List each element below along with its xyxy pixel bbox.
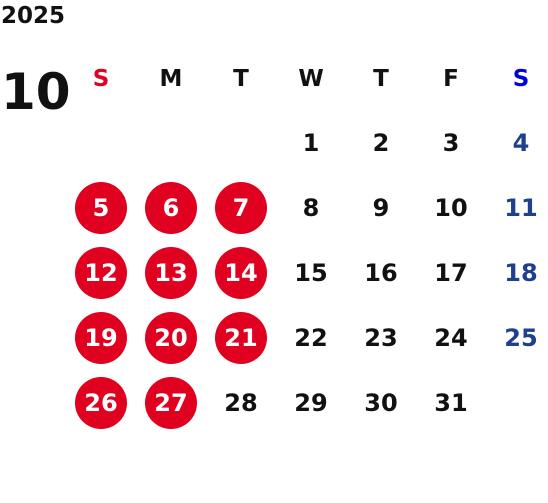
weekday-header: W [298,65,324,92]
weekday-header: F [443,65,459,92]
calendar-day: 17 [434,258,468,287]
calendar-day: 29 [294,388,328,417]
blank-day-cell [215,117,267,169]
highlighted-day: 27 [145,376,197,429]
highlighted-day: 21 [215,311,267,364]
highlighted-day: 19 [75,311,127,364]
calendar-day: 2 [372,128,390,157]
calendar-day: 18 [504,258,538,287]
calendar-day: 23 [364,323,398,352]
calendar-day: 10 [434,193,468,222]
calendar-day: 9 [372,193,390,222]
blank-day-cell [145,117,197,169]
highlighted-day: 12 [75,246,127,299]
highlighted-day: 6 [145,181,197,234]
calendar-day: 30 [364,388,398,417]
weekday-header: T [373,65,389,92]
calendar-day: 15 [294,258,328,287]
weekday-header: T [233,65,249,92]
calendar-year: 2025 [1,3,66,29]
calendar-day: 22 [294,323,328,352]
blank-day-cell [75,117,127,169]
calendar-day: 25 [504,323,538,352]
calendar-day: 28 [224,388,258,417]
weekday-header: S [512,65,530,92]
calendar-day: 11 [504,193,538,222]
highlighted-day: 7 [215,181,267,234]
calendar-day: 3 [442,128,460,157]
calendar-day: 31 [434,388,468,417]
weekday-header: M [159,65,183,92]
calendar-day: 1 [302,128,320,157]
highlighted-day: 13 [145,246,197,299]
highlighted-day: 14 [215,246,267,299]
calendar-day: 24 [434,323,468,352]
calendar-month: 10 [1,63,71,121]
calendar-day: 16 [364,258,398,287]
highlighted-day: 20 [145,311,197,364]
highlighted-day: 5 [75,181,127,234]
calendar-day: 4 [512,128,530,157]
weekday-header: S [92,65,110,92]
highlighted-day: 26 [75,376,127,429]
calendar-day: 8 [302,193,320,222]
